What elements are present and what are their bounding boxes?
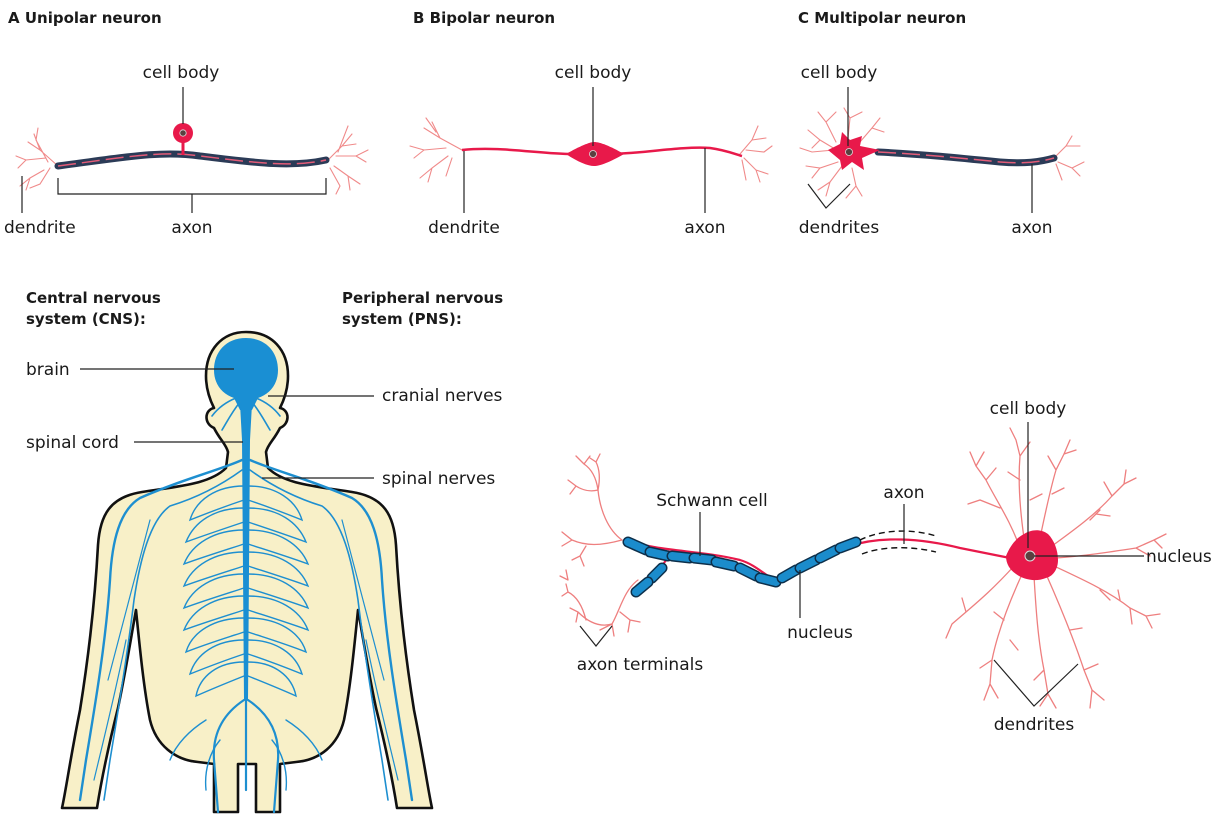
large-neuron-nucleus [1025,551,1035,561]
schwann-cell [694,558,712,560]
large-cell-body-label: cell body [990,399,1067,419]
large-nucleus-label: nucleus [1146,547,1212,567]
schwann-cell [760,578,776,582]
unipolar-axon-label: axon [171,218,212,238]
schwann-cells [628,542,856,592]
brain-label: brain [26,360,70,380]
unipolar-dendrite-label: dendrite [4,218,76,238]
bipolar-nucleus [590,151,597,158]
multipolar-title: C Multipolar neuron [798,9,966,27]
schwann-cell [650,552,668,556]
multipolar-dendrites-label: dendrites [799,218,880,238]
bipolar-dendrite-label: dendrite [428,218,500,238]
cranial-nerves-label: cranial nerves [382,386,503,406]
bipolar-axon-label: axon [684,218,725,238]
unipolar-axon-bracket [58,178,326,194]
axon-terminals-label: axon terminals [577,655,704,675]
axon-terminals-leader [580,626,612,646]
bipolar-title: B Bipolar neuron [413,9,555,27]
large-axon-label: axon [883,483,924,503]
unipolar-right-dendrites [326,126,368,194]
pns-title-line1: Peripheral nervous [342,289,503,307]
unipolar-title: A Unipolar neuron [8,9,162,27]
large-dendrites-leader [994,660,1078,706]
cns-title-line1: Central nervous [26,289,161,307]
spinal-nerves-label: spinal nerves [382,469,495,489]
bipolar-neuron-panel: B Bipolar neuron cell body dendrite axon [410,9,772,238]
schwann-cell [716,562,734,566]
multipolar-neuron-panel: C Multipolar neuron cell body dendrites … [798,9,1084,238]
bipolar-cell-body-label: cell body [555,63,632,83]
unipolar-nucleus [180,130,186,136]
schwann-nucleus-label: nucleus [787,623,853,643]
multipolar-cell-body-label: cell body [801,63,878,83]
axon-dashed-lower [862,548,936,554]
bipolar-right-dendrites [740,126,772,182]
bipolar-left-dendrites [410,118,462,182]
schwann-cell-label: Schwann cell [656,491,767,511]
pns-title-line2: system (PNS): [342,310,462,328]
schwann-cell [672,556,690,558]
schwann-cell [840,542,856,548]
large-dendrites-label: dendrites [994,715,1075,735]
multipolar-axon-label: axon [1011,218,1052,238]
spinal-cord-label: spinal cord [26,433,119,453]
multipolar-nucleus [846,149,853,156]
unipolar-neuron-panel: A Unipolar neuron cell body dendrite axo… [4,9,368,238]
multipolar-cell-body [828,132,880,170]
cns-title-line2: system (CNS): [26,310,146,328]
unipolar-axon-core [58,154,326,166]
human-body-illustration: brain spinal cord cranial nerves spinal … [26,332,503,812]
large-neuron-illustration: cell body axon Schwann cell nucleus nucl… [560,399,1212,735]
multipolar-dendrites-leader [808,184,850,208]
unipolar-cell-body-label: cell body [143,63,220,83]
